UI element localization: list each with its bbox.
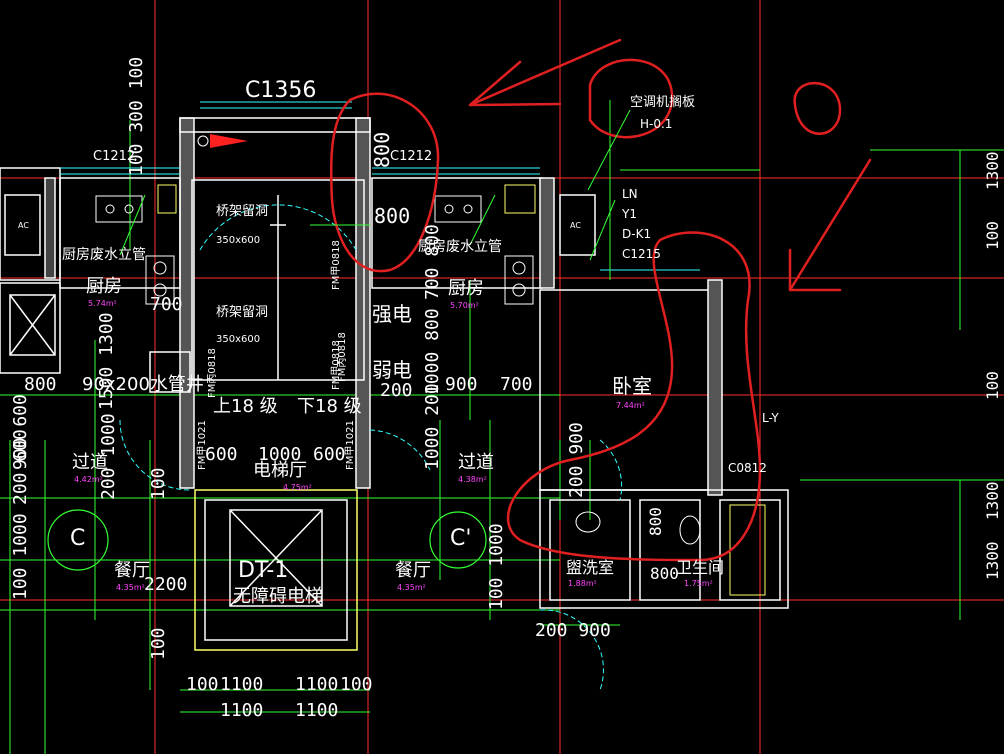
window-label-c1356: C1356 bbox=[245, 78, 317, 103]
dim-1100-1: 1100 bbox=[220, 674, 264, 695]
area-bedroom: 7.44m² bbox=[616, 401, 645, 410]
room-corridor-left: 过道 bbox=[72, 452, 108, 473]
window-lines bbox=[60, 101, 700, 271]
dim-v-900-600: 900 600 bbox=[10, 394, 31, 470]
window-label-c1212-right: C1212 bbox=[390, 149, 433, 164]
stair-up-label: 上18 级 bbox=[213, 396, 278, 417]
dim-edge-100-a: 100 bbox=[983, 221, 1002, 250]
area-dining-left: 4.35m² bbox=[116, 583, 145, 592]
tray-hole-2-size: 350x600 bbox=[216, 334, 261, 345]
stack-label-left: 厨房废水立管 bbox=[62, 247, 146, 263]
dim-800-vert: 800 bbox=[370, 131, 394, 168]
room-elevator-hall: 电梯厅 bbox=[253, 460, 307, 481]
tag-dk1: D-K1 bbox=[622, 227, 652, 241]
area-elevator-hall: 4.75m² bbox=[283, 483, 312, 492]
dimension-lines bbox=[0, 100, 1004, 754]
tag-ly: L-Y bbox=[762, 411, 779, 425]
dim-edge-100-b: 100 bbox=[983, 371, 1002, 400]
dim-1100-3: 1100 bbox=[220, 700, 264, 721]
dim-1100-2: 1100 bbox=[295, 674, 339, 695]
dim-v-1000-800: 1000 800 bbox=[422, 308, 443, 395]
axis-bubbles bbox=[47, 509, 487, 571]
room-bedroom: 卧室 bbox=[612, 374, 652, 398]
dim-1100-4: 1100 bbox=[295, 700, 339, 721]
dim-edge-1300-a: 1300 bbox=[983, 151, 1002, 190]
axis-bubble-c-prime: C' bbox=[450, 526, 472, 551]
tray-hole-1-size: 350x600 bbox=[216, 235, 261, 246]
tag-ln: LN bbox=[622, 187, 638, 201]
dim-v-1500-1300: 1500 1300 bbox=[96, 312, 117, 410]
dim-600-b: 600 bbox=[313, 444, 346, 465]
dim-200-a: 200 bbox=[380, 380, 413, 401]
dim-v-700-800: 700 800 bbox=[422, 224, 443, 300]
elevator-desc: 无障碍电梯 bbox=[233, 586, 323, 607]
area-kitchen-right: 5.70m² bbox=[450, 301, 479, 310]
room-kitchen-left: 厨房 bbox=[86, 276, 122, 297]
dim-700-a: 700 bbox=[150, 294, 183, 315]
dim-v-100-300-100: 100 300 100 bbox=[126, 56, 147, 176]
dim-100-1: 100 bbox=[186, 674, 219, 695]
tag-y1: Y1 bbox=[622, 207, 637, 221]
stack-label-right: 厨房废水立管 bbox=[418, 239, 502, 255]
dim-800-wc: 800 bbox=[650, 564, 679, 583]
axis-bubble-c: C bbox=[70, 526, 86, 551]
dim-800-wc-vert: 800 bbox=[646, 507, 665, 536]
dim-600-a: 600 bbox=[205, 444, 238, 465]
room-washroom: 盥洗室 bbox=[566, 558, 615, 577]
window-label-c0812: C0812 bbox=[728, 461, 767, 475]
dim-v-200-1000: 200 1000 bbox=[98, 413, 119, 500]
north-marker bbox=[197, 134, 248, 148]
dim-v-100-1000: 100 1000 bbox=[10, 513, 31, 600]
door-fm-6: FM甲1021 bbox=[345, 420, 356, 470]
dim-100-2: 100 bbox=[340, 674, 373, 695]
dim-1000: 1000 bbox=[258, 444, 302, 465]
stair-down-label: 下18 级 bbox=[297, 396, 362, 417]
dim-edge-1300-c: 1300 bbox=[983, 541, 1002, 580]
dim-v-200-900: 200 900 bbox=[566, 422, 587, 498]
room-wc: 卫生间 bbox=[676, 558, 725, 577]
dim-v-100-a: 100 bbox=[148, 467, 169, 500]
door-fm-1: FM甲0818 bbox=[331, 240, 342, 290]
ac-height-label: H-0.1 bbox=[640, 117, 673, 131]
ac-panel-label: 空调机搁板 bbox=[630, 95, 696, 110]
room-weak-elec: 弱电 bbox=[372, 358, 412, 382]
tray-hole-1: 桥架留洞 bbox=[216, 204, 269, 219]
area-dining-right: 4.35m² bbox=[397, 583, 426, 592]
dim-v-100-b: 100 bbox=[148, 627, 169, 660]
room-dining-left: 餐厅 bbox=[114, 560, 150, 581]
area-washroom: 1.88m² bbox=[568, 579, 597, 588]
area-corridor-right: 4.38m² bbox=[458, 475, 487, 484]
dim-v-1000-200: 1000 200 bbox=[422, 383, 443, 470]
room-corridor-right: 过道 bbox=[458, 452, 494, 473]
dim-800-left: 800 bbox=[24, 374, 57, 395]
dim-800-top: 800 bbox=[374, 204, 411, 228]
ac-box-left: AC bbox=[18, 221, 29, 230]
tray-hole-2: 桥架留洞 bbox=[216, 305, 269, 320]
window-label-c1212-left: C1212 bbox=[93, 149, 136, 164]
leader-lines bbox=[119, 109, 631, 261]
door-fm-3: FM丙0818 bbox=[207, 348, 218, 398]
dim-900-a: 900 bbox=[445, 374, 478, 395]
dim-2200: 2200 bbox=[144, 574, 188, 595]
area-corridor-left: 4.42m² bbox=[74, 475, 103, 484]
ac-box-right: AC bbox=[570, 221, 581, 230]
room-dining-right: 餐厅 bbox=[395, 560, 431, 581]
dim-200-900: 200 900 bbox=[535, 620, 611, 641]
room-kitchen-right: 厨房 bbox=[448, 278, 484, 299]
door-fm-4: FM丙0818 bbox=[337, 332, 348, 382]
red-markups bbox=[329, 38, 872, 562]
walls bbox=[0, 117, 789, 651]
dim-edge-1300-b: 1300 bbox=[983, 481, 1002, 520]
window-label-c1215: C1215 bbox=[622, 247, 661, 261]
elevator-name: DT-1 bbox=[238, 558, 289, 583]
area-wc: 1.75m² bbox=[684, 579, 713, 588]
pipe-well-label: 90x200水管井 bbox=[82, 374, 204, 395]
area-kitchen-left: 5.74m² bbox=[88, 299, 117, 308]
dim-v-100-1000-b: 100 1000 bbox=[486, 523, 507, 610]
room-strong-elec: 强电 bbox=[372, 302, 412, 326]
dim-700-b: 700 bbox=[500, 374, 533, 395]
stair-swing bbox=[119, 204, 623, 691]
